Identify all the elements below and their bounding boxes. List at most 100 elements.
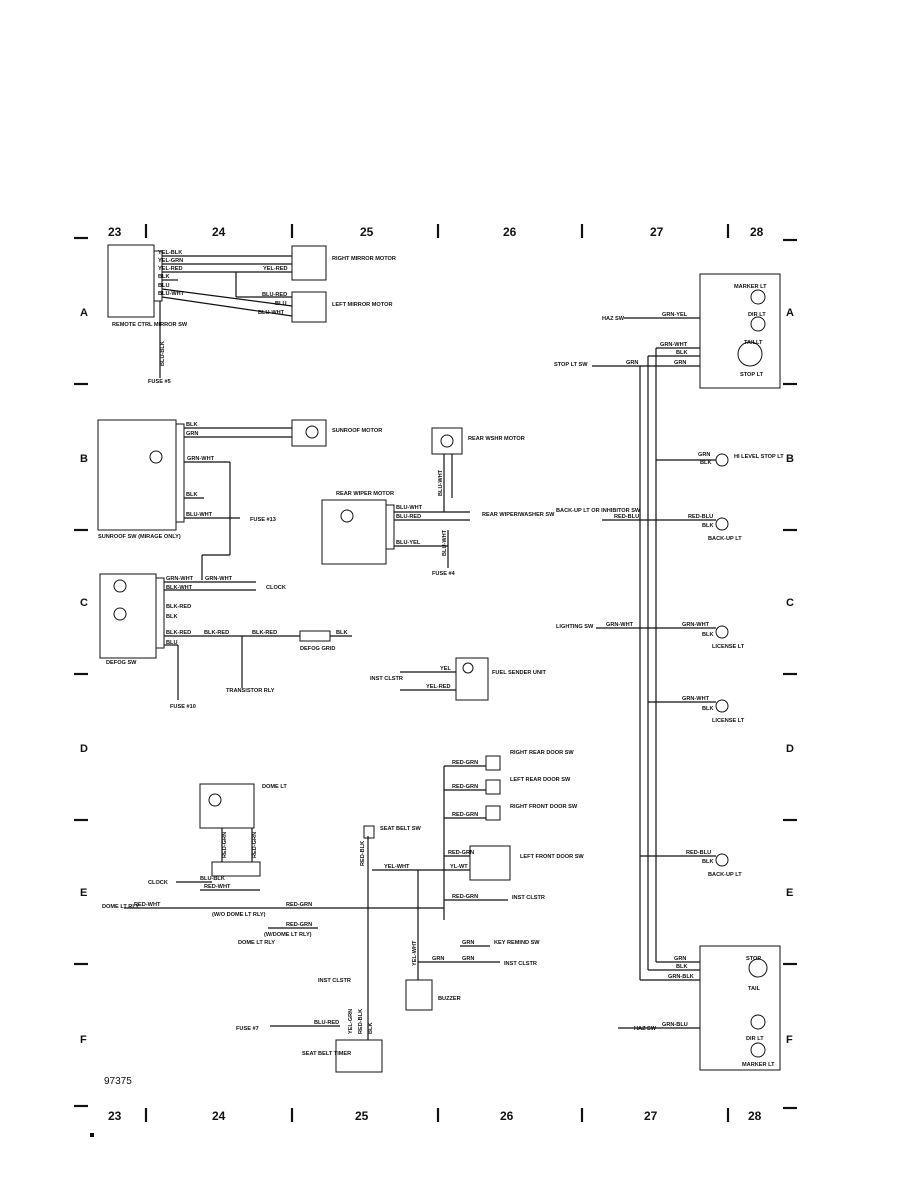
- wire-label: BLK: [336, 630, 348, 636]
- wire-label: GRN: [698, 452, 710, 458]
- component-label: RIGHT REAR DOOR SW: [510, 750, 574, 756]
- wire-label: BLU-WHT: [186, 512, 213, 518]
- col-label-24-bottom: 24: [212, 1109, 226, 1123]
- wire-label: BLU-WHT: [158, 291, 185, 297]
- component-label: DEFOG SW: [106, 660, 137, 666]
- row-label-b-right: B: [786, 453, 794, 465]
- component-label: DIR LT: [748, 312, 766, 318]
- defog-circuit: GRN-WHT GRN-WHT BLK-WHT BLK-RED BLK BLK-…: [99, 573, 352, 710]
- row-label-f-right: F: [786, 1034, 793, 1046]
- wire-label: GRN: [626, 360, 638, 366]
- wire-label: BLK: [702, 523, 714, 529]
- row-label-c-right: C: [786, 597, 794, 609]
- col-label-26-bottom: 26: [500, 1109, 514, 1123]
- component-label: LEFT REAR DOOR SW: [510, 777, 571, 783]
- wire-label: RED-GRN: [448, 850, 474, 856]
- rear-combination-lamp-lower: [699, 945, 781, 1071]
- component-label: STOP LT: [740, 372, 764, 378]
- wire-label: GRN-WHT: [187, 456, 215, 462]
- wire-label: RED-GRN: [452, 812, 478, 818]
- wire-label: YEL-GRN: [158, 258, 183, 264]
- rear-washer-motor: [431, 427, 463, 455]
- defog-switch: [99, 573, 157, 659]
- wire-label: BLU-BLK: [200, 876, 225, 882]
- seat-belt-switch: [363, 825, 375, 839]
- wire-label: BLK-RED: [166, 604, 191, 610]
- component-label: FUSE #4: [432, 571, 456, 577]
- component-label: HI LEVEL STOP LT: [734, 454, 784, 460]
- wire-label: RED-GRN: [286, 922, 312, 928]
- wire-label: GRN: [674, 956, 686, 962]
- fuel-sender-circuit: YEL YEL-RED FUEL SENDER UNIT INST CLSTR: [370, 657, 547, 701]
- row-label-d: D: [80, 743, 88, 755]
- col-label-27: 27: [650, 225, 664, 239]
- component-label: MARKER LT: [734, 284, 767, 290]
- fuel-sender-unit: [455, 657, 489, 701]
- component-label: REAR WIPER MOTOR: [336, 491, 394, 497]
- wire-label: BLU-RED: [262, 292, 287, 298]
- wire-label: GRN-WHT: [682, 696, 710, 702]
- component-label: BACK-UP LT: [708, 872, 742, 878]
- buzzer: [405, 979, 433, 1011]
- figure-number: 97375: [104, 1076, 132, 1087]
- component-label: REMOTE CTRL MIRROR SW: [112, 322, 188, 328]
- dome-door-circuit: RED-GRN RED-GRN BLU-BLK RED-WHT RED-WHT …: [102, 750, 584, 1073]
- component-label: LIGHTING SW: [556, 624, 594, 630]
- col-label-28: 28: [750, 225, 764, 239]
- wire-label: GRN: [462, 940, 474, 946]
- wire-label: BLK-RED: [166, 630, 191, 636]
- wire-label: RED-WHT: [134, 902, 161, 908]
- col-label-23: 23: [108, 225, 122, 239]
- rear-wiper-motor: [321, 499, 387, 565]
- component-label: DOME LT RLY: [102, 904, 139, 910]
- wire-label: BLK: [186, 492, 198, 498]
- wire-label: BLK: [702, 859, 714, 865]
- component-label: LEFT FRONT DOOR SW: [520, 854, 584, 860]
- wire-label: BLK: [158, 274, 170, 280]
- wire-label: GRN: [186, 431, 198, 437]
- component-label: LICENSE LT: [712, 718, 745, 724]
- wire-label: RED-GRN: [452, 894, 478, 900]
- wire-label: RED-GRN: [222, 832, 228, 858]
- component-label: CLOCK: [266, 585, 286, 591]
- row-label-e-right: E: [786, 887, 793, 899]
- wire-label: BLK-RED: [204, 630, 229, 636]
- wire-label: BLU: [158, 283, 170, 289]
- wire-label: RED-GRN: [252, 832, 258, 858]
- component-label: BACK-UP LT OR INHIBITOR SW: [556, 508, 641, 514]
- sunroof-motor: [291, 419, 327, 447]
- wire-label: BLU-RED: [396, 514, 421, 520]
- wire-label: YEL-RED: [426, 684, 451, 690]
- wire-label: GRN-WHT: [166, 576, 194, 582]
- wire-label: BLK: [700, 460, 712, 466]
- remote-mirror-switch: [107, 244, 155, 318]
- sunroof-circuit: BLK GRN GRN-WHT BLK BLU-WHT SUNROOF MOTO…: [97, 419, 382, 580]
- component-label: FUSE #13: [250, 517, 276, 523]
- component-label: HAZ SW: [634, 1026, 657, 1032]
- remote-mirror-circuit: YEL-BLK YEL-GRN YEL-RED YEL-RED BLK BLU …: [107, 244, 396, 385]
- seat-belt-timer: [335, 1039, 383, 1073]
- wire-label: RED-BLU: [686, 850, 711, 856]
- component-label: REAR WSHR MOTOR: [468, 436, 525, 442]
- row-label-c: C: [80, 597, 88, 609]
- component-label: SUNROOF MOTOR: [332, 428, 382, 434]
- wire-label: YEL-GRN: [348, 1009, 354, 1034]
- component-label: TRANSISTOR RLY: [226, 688, 275, 694]
- wire-label: BLU-WHT: [258, 310, 285, 316]
- defog-grid: [299, 630, 331, 642]
- sunroof-switch: [97, 419, 177, 531]
- component-label: RIGHT FRONT DOOR SW: [510, 804, 578, 810]
- component-label: HAZ SW: [602, 316, 625, 322]
- component-label: BUZZER: [438, 996, 461, 1002]
- component-label: LEFT MIRROR MOTOR: [332, 302, 393, 308]
- component-label: SEAT BELT TIMER: [302, 1051, 351, 1057]
- col-label-23-bottom: 23: [108, 1109, 122, 1123]
- left-rear-door-switch: [485, 779, 501, 795]
- wire-label: YEL-RED: [263, 266, 288, 272]
- wire-label: BLU: [166, 640, 178, 646]
- right-mirror-motor: [291, 245, 327, 281]
- component-label: INST CLSTR: [504, 961, 537, 967]
- component-label: STOP LT SW: [554, 362, 588, 368]
- col-label-24: 24: [212, 225, 226, 239]
